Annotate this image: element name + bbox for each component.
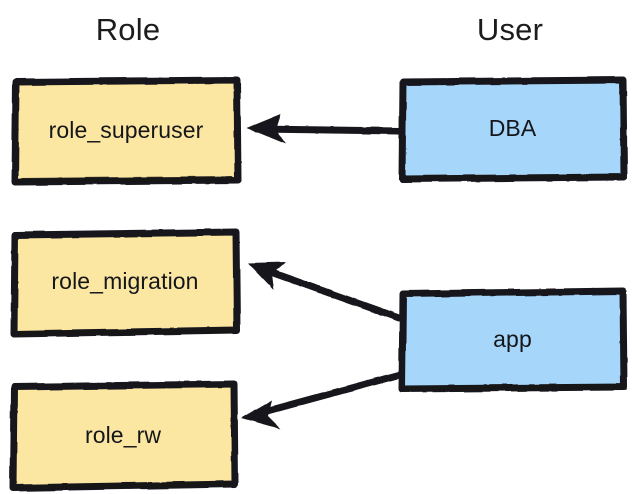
node-role-superuser[interactable]: role_superuser bbox=[14, 80, 238, 180]
node-label-dba: DBA bbox=[488, 115, 537, 141]
node-label-role-rw: role_rw bbox=[84, 421, 162, 448]
node-shape-dba bbox=[398, 76, 628, 183]
node-shape-role-migration bbox=[10, 228, 241, 338]
node-role-rw[interactable]: role_rw bbox=[11, 384, 235, 486]
node-label-role-migration: role_migration bbox=[51, 268, 199, 294]
edge-dba-to-role-superuser-hitbox[interactable] bbox=[244, 112, 404, 148]
edge-app-to-role-rw bbox=[241, 371, 403, 429]
edge-app-to-role-migration bbox=[248, 262, 403, 322]
node-shape-role-rw bbox=[9, 380, 239, 492]
node-dba[interactable]: DBA bbox=[401, 79, 624, 178]
edge-app-to-role-migration-hitbox[interactable] bbox=[244, 252, 404, 328]
node-shape-role-superuser bbox=[11, 76, 242, 186]
node-shape-app bbox=[398, 287, 628, 393]
node-label-app: app bbox=[493, 326, 532, 352]
node-label-role-superuser: role_superuser bbox=[48, 116, 204, 143]
column-header-user: User bbox=[476, 12, 544, 47]
column-header-role: Role bbox=[95, 12, 161, 47]
edge-app-to-role-rw-hitbox[interactable] bbox=[238, 360, 404, 422]
edge-dba-to-role-superuser bbox=[247, 114, 403, 144]
node-role-migration[interactable]: role_migration bbox=[13, 232, 237, 331]
node-app[interactable]: app bbox=[401, 291, 624, 388]
